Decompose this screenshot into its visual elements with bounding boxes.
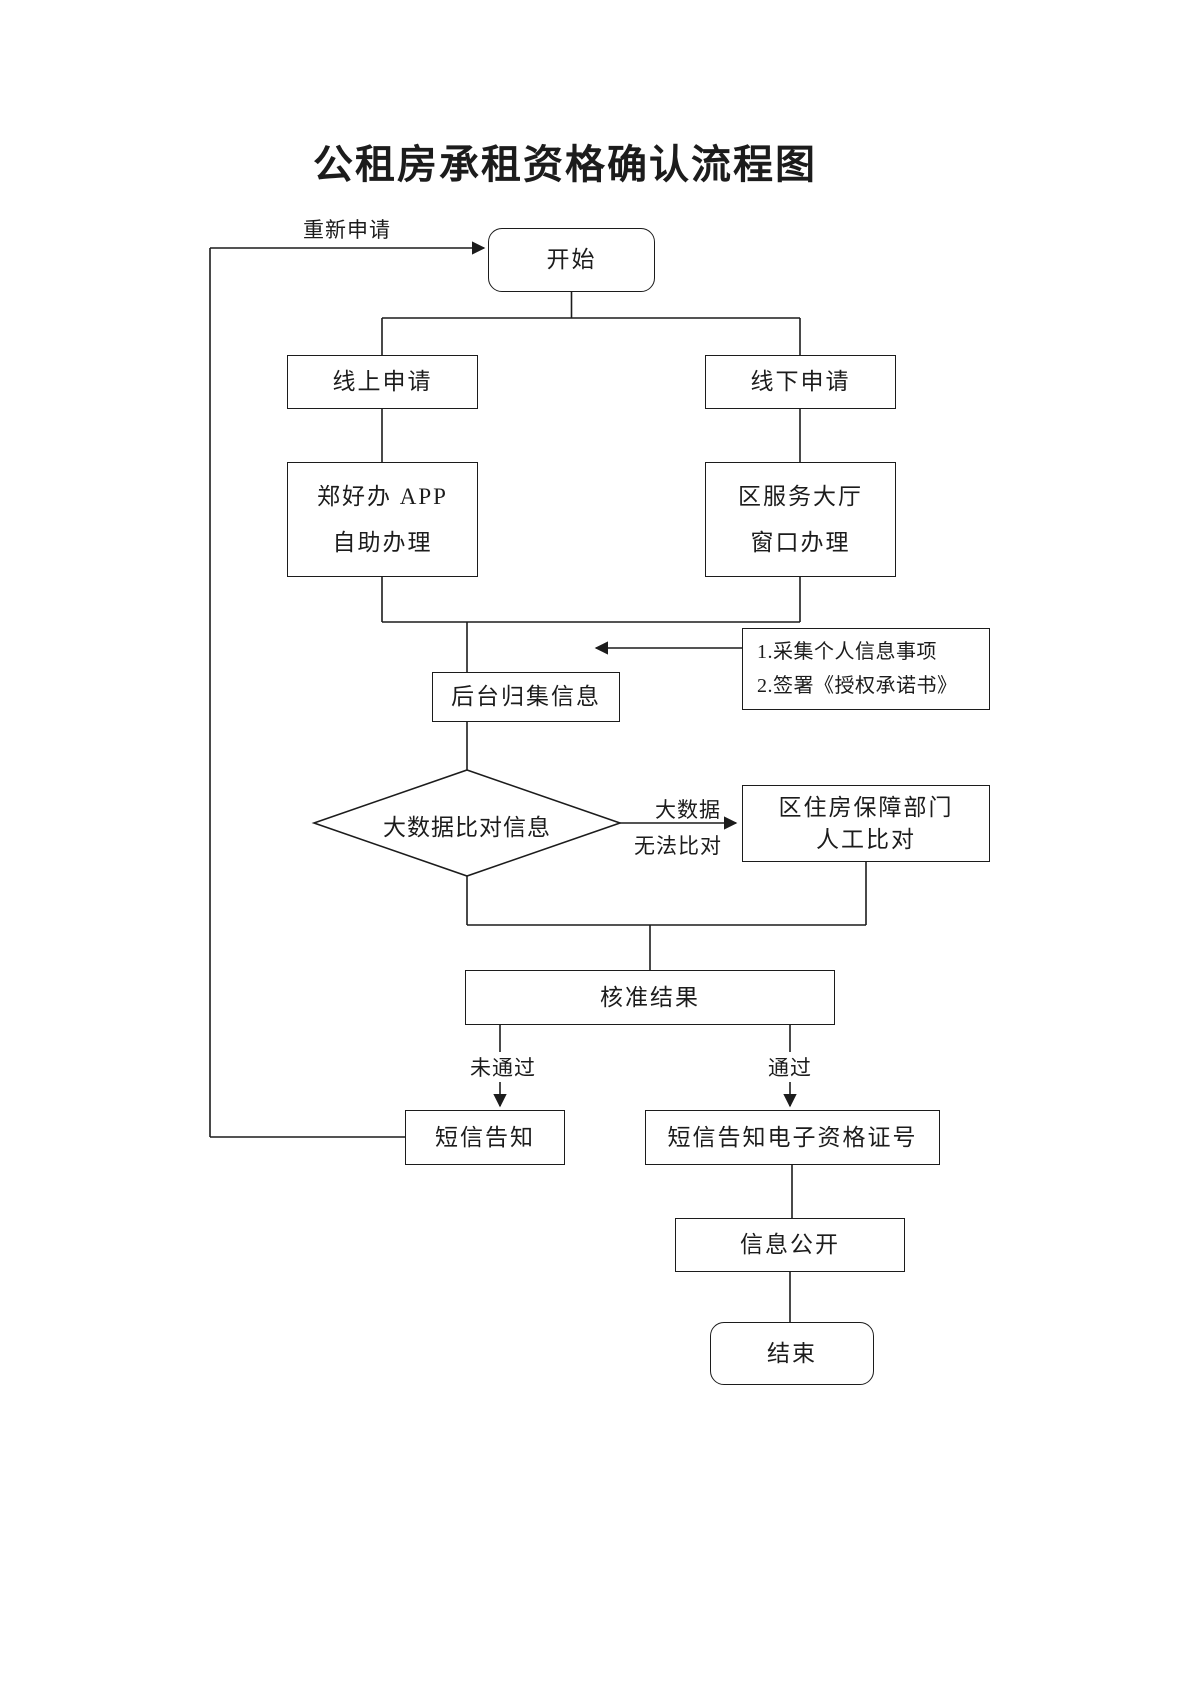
label-no-match-line2: 无法比对 [634, 834, 722, 858]
node-hall-line2: 窗口办理 [750, 529, 851, 555]
node-note-line2: 2.签署《授权承诺书》 [757, 675, 958, 697]
node-sms-notify-label: 短信告知 [435, 1124, 535, 1150]
node-app-self-service: 郑好办 APP 自助办理 [287, 462, 478, 577]
label-reapply: 重新申请 [303, 218, 391, 242]
page-title: 公租房承租资格确认流程图 [313, 142, 817, 187]
node-start: 开始 [488, 228, 655, 292]
node-offline-apply-label: 线下申请 [750, 369, 851, 395]
node-manual-compare: 区住房保障部门 人工比对 [742, 785, 990, 862]
node-collect-info: 后台归集信息 [432, 672, 620, 722]
node-app-line2: 自助办理 [332, 529, 433, 555]
node-manual-line1: 区住房保障部门 [778, 795, 954, 821]
node-online-apply-label: 线上申请 [332, 369, 433, 395]
node-end-label: 结束 [767, 1340, 817, 1366]
node-sms-cert: 短信告知电子资格证号 [645, 1110, 940, 1165]
node-offline-apply: 线下申请 [705, 355, 896, 409]
node-note-requirements: 1.采集个人信息事项 2.签署《授权承诺书》 [742, 628, 990, 710]
label-pass: 通过 [750, 1052, 830, 1082]
node-note-line1: 1.采集个人信息事项 [757, 641, 937, 663]
label-no-match-line1: 大数据 [655, 798, 721, 822]
node-service-hall: 区服务大厅 窗口办理 [705, 462, 896, 577]
node-start-label: 开始 [546, 247, 597, 273]
node-sms-notify: 短信告知 [405, 1110, 565, 1165]
node-online-apply: 线上申请 [287, 355, 478, 409]
node-info-public-label: 信息公开 [740, 1232, 840, 1258]
node-app-line1: 郑好办 APP [317, 484, 448, 510]
node-info-public: 信息公开 [675, 1218, 905, 1272]
node-hall-line1: 区服务大厅 [738, 484, 863, 510]
label-not-pass: 未通过 [458, 1052, 548, 1082]
node-end: 结束 [710, 1322, 874, 1385]
node-big-data-compare-label: 大数据比对信息 [383, 815, 551, 840]
node-approve-result: 核准结果 [465, 970, 835, 1025]
node-manual-line2: 人工比对 [816, 826, 916, 852]
node-collect-info-label: 后台归集信息 [451, 684, 601, 710]
node-sms-cert-label: 短信告知电子资格证号 [667, 1124, 918, 1150]
node-approve-result-label: 核准结果 [600, 984, 700, 1010]
